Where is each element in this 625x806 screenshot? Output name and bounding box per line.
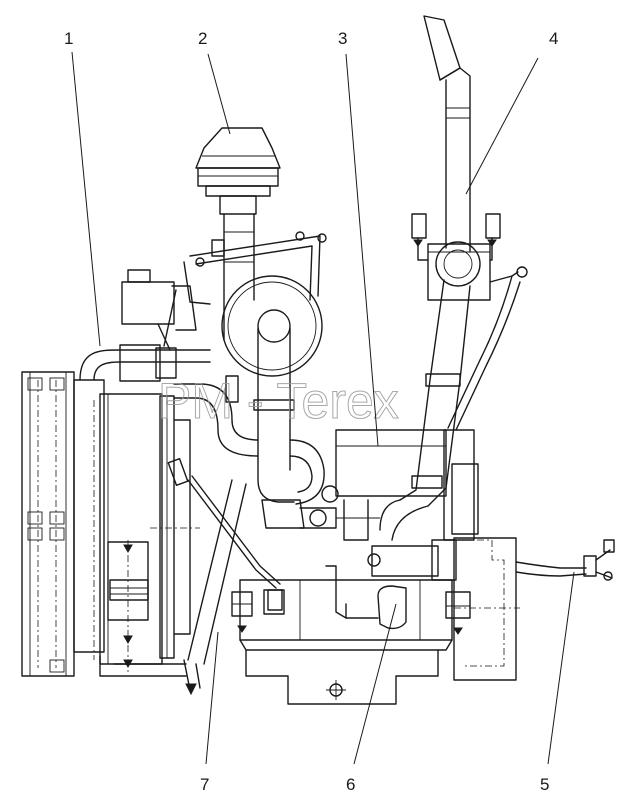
intake-piping [173, 309, 380, 541]
coolant-tank [121, 269, 197, 351]
callout-leader-5 [547, 571, 575, 765]
fuel-line [515, 539, 615, 581]
watermark: PM - Terex [158, 373, 399, 429]
callout-number-4: 4 [549, 29, 558, 48]
callout-number-5: 5 [540, 775, 549, 794]
flywheel-housing [453, 537, 520, 681]
callout-leader-7 [205, 631, 219, 765]
exhaust-pipe [379, 15, 528, 541]
callout-leader-6 [353, 603, 397, 765]
callout-leader-3 [345, 53, 379, 447]
callout-number-1: 1 [64, 29, 73, 48]
callout-number-7: 7 [200, 775, 209, 794]
fan-assembly [150, 395, 200, 659]
oil-filter [325, 565, 407, 630]
dipstick [167, 457, 283, 696]
callout-number-3: 3 [338, 29, 347, 48]
engine-mounts [231, 589, 471, 635]
air-cleaner [183, 127, 327, 377]
radiator [21, 344, 211, 677]
fuel-pump [367, 539, 457, 581]
engine-block [239, 429, 479, 705]
callout-number-2: 2 [198, 29, 207, 48]
callouts: 1 2 3 4 5 6 7 [64, 29, 575, 794]
callout-leader-1 [71, 51, 101, 347]
callout-number-6: 6 [346, 775, 355, 794]
callout-leader-2 [207, 53, 231, 135]
callout-leader-4 [465, 57, 539, 195]
